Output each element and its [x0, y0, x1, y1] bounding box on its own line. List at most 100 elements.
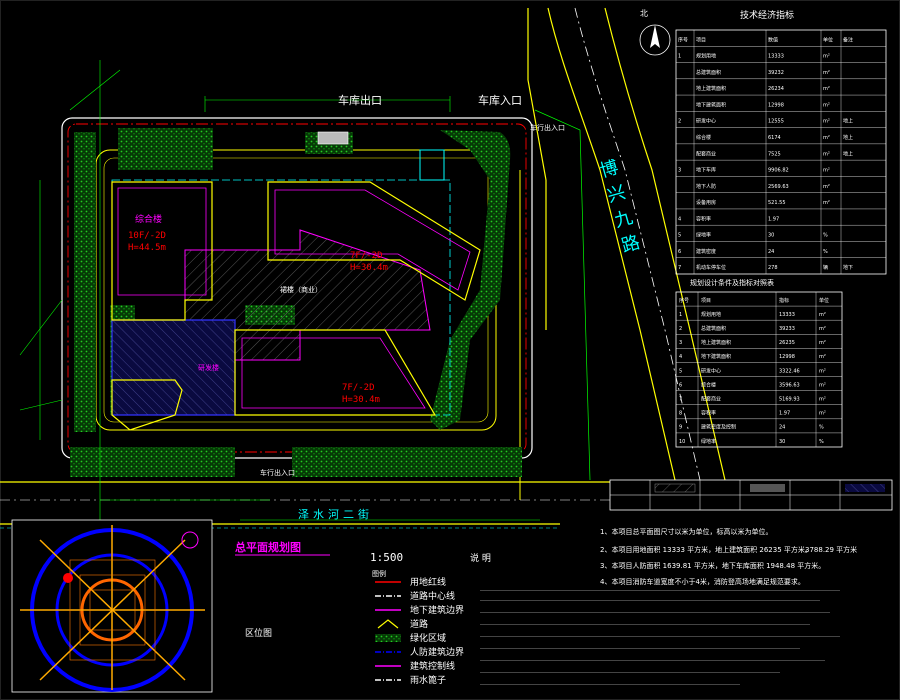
second-table-cell: 3: [679, 340, 682, 346]
second-table-cell: 研发中心: [701, 367, 721, 374]
main-table-cell: m²: [823, 102, 830, 108]
second-table-cell: 12998: [779, 354, 795, 360]
main-table-cell: %: [823, 249, 828, 255]
second-table-cell: %: [819, 425, 824, 431]
main-table-cell: 7: [678, 265, 681, 271]
second-table-cell: m²: [819, 326, 826, 332]
main-table-cell: m²: [823, 151, 830, 157]
main-table-cell: 6: [678, 249, 681, 255]
main-table-cell: 地下建筑面积: [696, 101, 726, 108]
second-table-cell: 地上建筑面积: [701, 339, 731, 346]
main-table-cell: 3: [678, 168, 681, 174]
main-table-cell: m²: [823, 70, 830, 76]
second-table-cell: 配套商业: [701, 396, 721, 403]
building-a-height: H=44.5m: [128, 243, 166, 253]
second-table-cell: 5169.93: [779, 397, 800, 403]
main-table-cell: m²: [823, 200, 830, 206]
location-map-label: 区位图: [245, 627, 272, 639]
main-table-cell: 地上: [843, 118, 853, 125]
main-table-cell: 1.97: [768, 216, 779, 222]
main-table-cell: 278: [768, 265, 778, 271]
main-table-header: 单位: [823, 36, 833, 43]
second-table-header: 序号: [679, 297, 689, 304]
south-building-label: 研发楼: [198, 363, 219, 372]
note-4: 4、本项目消防车道宽度不小于4米，消防登高场地满足规范要求。: [600, 577, 805, 586]
main-table-cell: 521.55: [768, 200, 786, 206]
second-table-cell: 10: [679, 439, 685, 445]
north-arrow-icon: 北: [639, 9, 671, 56]
site-red-line: [67, 123, 527, 453]
second-table-cell: 绿地率: [701, 438, 716, 445]
main-table-cell: 2: [678, 119, 681, 125]
garage-entrance-label: 车库入口: [478, 93, 522, 107]
main-table-cell: m²: [823, 184, 830, 190]
second-table-cell: m²: [819, 312, 826, 318]
road-south-name: 泽水河二街: [298, 507, 373, 521]
second-table-cell: 26235: [779, 340, 795, 346]
main-table-cell: 建筑密度: [696, 248, 716, 255]
second-table-cell: 13333: [779, 312, 795, 318]
main-table-cell: m²: [823, 168, 830, 174]
notes-title: 说 明: [470, 552, 491, 564]
main-table-cell: 地下: [843, 264, 853, 271]
main-table-cell: 地下人防: [696, 183, 716, 190]
second-table-cell: 3322.46: [779, 368, 800, 374]
second-table-header: 指标: [779, 297, 789, 304]
main-table-cell: 24: [768, 249, 774, 255]
material-legend-strip: [609, 479, 893, 511]
gate-label-north: 车行出入口: [530, 123, 565, 132]
main-table-cell: 研发中心: [696, 118, 716, 125]
second-table-cell: 9: [679, 425, 682, 431]
main-table-cell: 规划用地: [696, 53, 716, 60]
building-b-height: H=30.4m: [350, 263, 388, 273]
second-table-cell: m²: [819, 340, 826, 346]
garage-exit-label: 车库出口: [338, 93, 382, 107]
building-a-floors: 10F/-2D: [128, 231, 166, 241]
note-area-value: 3788.29 平方米: [805, 545, 857, 554]
legend-label: 雨水篦子: [410, 674, 446, 686]
main-table-cell: 地上建筑面积: [696, 85, 726, 92]
second-table-cell: m²: [819, 397, 826, 403]
main-table-cell: 9906.82: [768, 168, 789, 174]
podium-label: 裙楼（商业）: [280, 285, 322, 294]
second-table-cell: 1: [679, 312, 682, 318]
main-table-cell: 6174: [768, 135, 781, 141]
second-table-cell: 总建筑面积: [701, 325, 726, 332]
second-table-cell: m²: [819, 382, 826, 388]
main-table-cell: m²: [823, 86, 830, 92]
drawing-scale: 1:500: [370, 551, 403, 564]
building-b-floors: 7F/-2D: [350, 251, 383, 261]
gate-label-south: 车行出入口: [260, 468, 295, 477]
legend-label: 绿化区域: [410, 632, 446, 644]
building-c-floors: 7F/-2D: [342, 383, 375, 393]
second-table-cell: 6: [679, 382, 682, 388]
main-table-cell: m²: [823, 119, 830, 125]
main-table-cell: 39232: [768, 70, 784, 76]
note-2: 2、本项目用地面积 13333 平方米，地上建筑面积 26235 平方米。: [600, 545, 812, 554]
main-table-cell: 总建筑面积: [696, 69, 721, 76]
main-table-cell: 2569.63: [768, 184, 789, 190]
second-table-cell: 8: [679, 411, 682, 417]
legend-label: 用地红线: [410, 576, 446, 588]
buildings: [111, 131, 481, 431]
legend-swatch: [375, 634, 401, 642]
main-table-cell: 设备用房: [696, 199, 716, 206]
main-table-cell: 12998: [768, 102, 784, 108]
second-table-cell: 5: [679, 368, 682, 374]
legend-label: 地下建筑边界: [410, 604, 464, 616]
main-table-cell: 13333: [768, 54, 784, 60]
main-table-cell: 4: [678, 216, 681, 222]
legend-label: 道路: [410, 618, 428, 630]
east-road: [519, 7, 726, 500]
second-table-cell: 2: [679, 326, 682, 332]
second-table-title: 规划设计条件及指标对照表: [690, 278, 774, 287]
dimension-lines: [19, 60, 540, 521]
main-table-title: 技术经济指标: [740, 9, 794, 21]
main-table-header: 项目: [696, 37, 706, 43]
second-table-header: 单位: [819, 297, 829, 304]
main-table-cell: 30: [768, 233, 774, 239]
main-table-cell: 绿地率: [696, 232, 711, 239]
